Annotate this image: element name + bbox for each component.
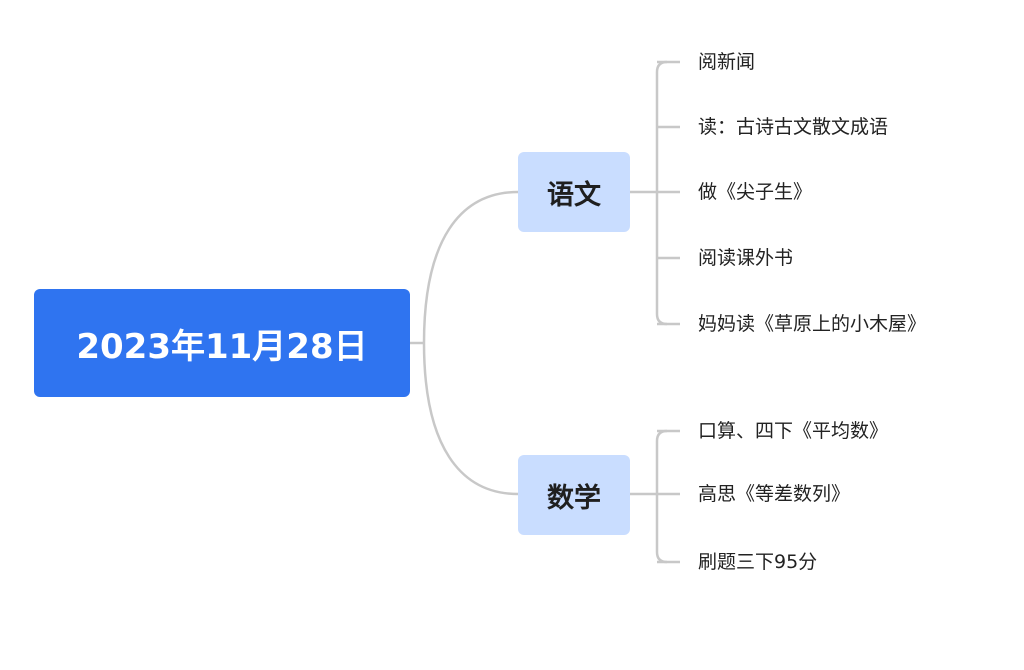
leaf-item-chinese-news[interactable]: 阅新闻: [698, 51, 756, 73]
branch-node-math[interactable]: 数学: [518, 455, 630, 535]
leaf-item-chinese-mom-reads[interactable]: 妈妈读《草原上的小木屋》: [698, 313, 927, 335]
root-to-chinese-curve: [422, 190, 519, 344]
leaf-item-math-mental-arithmetic[interactable]: 口算、四下《平均数》: [698, 420, 889, 442]
leaf-item-math-arithmetic-sequence[interactable]: 高思《等差数列》: [698, 483, 851, 505]
leaf-item-chinese-reading[interactable]: 读：古诗古文散文成语: [698, 116, 889, 138]
branch-node-chinese[interactable]: 语文: [518, 152, 630, 232]
leaf-item-chinese-extracurricular[interactable]: 阅读课外书: [698, 247, 794, 269]
leaf-item-math-practice-score[interactable]: 刷题三下95分: [698, 551, 818, 573]
root-to-math-curve: [422, 342, 519, 496]
math-leaf-bracket: [655, 429, 668, 564]
root-topic-node[interactable]: 2023年11月28日: [34, 289, 410, 397]
leaf-item-chinese-workbook[interactable]: 做《尖子生》: [698, 181, 813, 203]
